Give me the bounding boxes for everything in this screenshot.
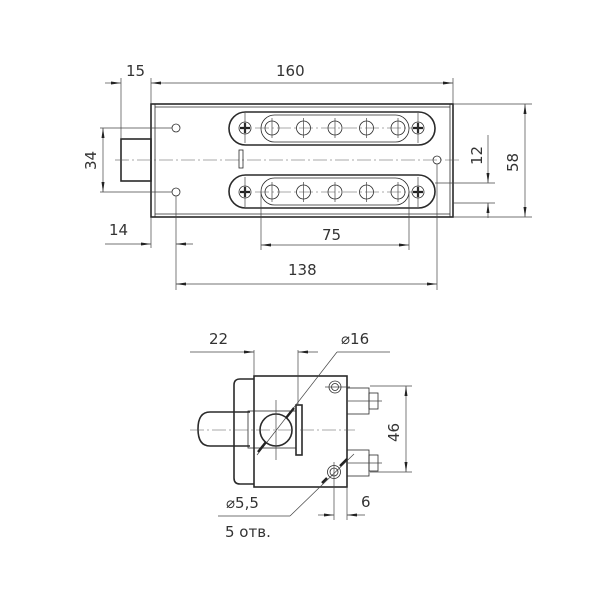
dim-bolt-extension: 15 xyxy=(126,62,145,80)
dim-slot-spacing: 75 xyxy=(322,226,341,244)
slot-holes-lower xyxy=(255,182,412,202)
top-view: 15 160 34 14 75 138 12 58 xyxy=(82,62,532,290)
mount-hole xyxy=(171,123,181,133)
slot-upper xyxy=(228,111,436,146)
dim-bolt-depth: 22 xyxy=(209,330,228,348)
slot-marker xyxy=(238,149,244,169)
dim-overall-length: 160 xyxy=(276,62,305,80)
screw-icon xyxy=(238,113,252,143)
dim-edge-offset: 12 xyxy=(468,146,486,165)
dim-overall-height: 58 xyxy=(504,153,522,172)
screw-icon xyxy=(238,177,252,207)
dim-hole-diameter: ⌀5,5 xyxy=(226,494,259,512)
mount-hole xyxy=(171,187,181,197)
side-view: 22 ⌀16 46 ⌀5,5 5 отв. 6 xyxy=(190,330,412,541)
pin-top xyxy=(346,387,382,415)
dim-bolt-width: 34 xyxy=(82,151,100,170)
screw-icon xyxy=(411,177,425,207)
dim-bolt-diameter: ⌀16 xyxy=(341,330,369,348)
dim-hole-count: 5 отв. xyxy=(225,523,271,541)
bolt-cylinder xyxy=(197,411,250,447)
dim-hole-span: 138 xyxy=(288,261,317,279)
dim-mount-spacing: 46 xyxy=(385,423,403,442)
pin-bottom xyxy=(346,449,382,477)
dim-bolt-offset: 14 xyxy=(109,221,128,239)
slot-holes-upper xyxy=(255,118,412,138)
screw-icon xyxy=(411,113,425,143)
dim-pin-offset: 6 xyxy=(361,493,371,511)
slot-lower xyxy=(228,174,436,209)
